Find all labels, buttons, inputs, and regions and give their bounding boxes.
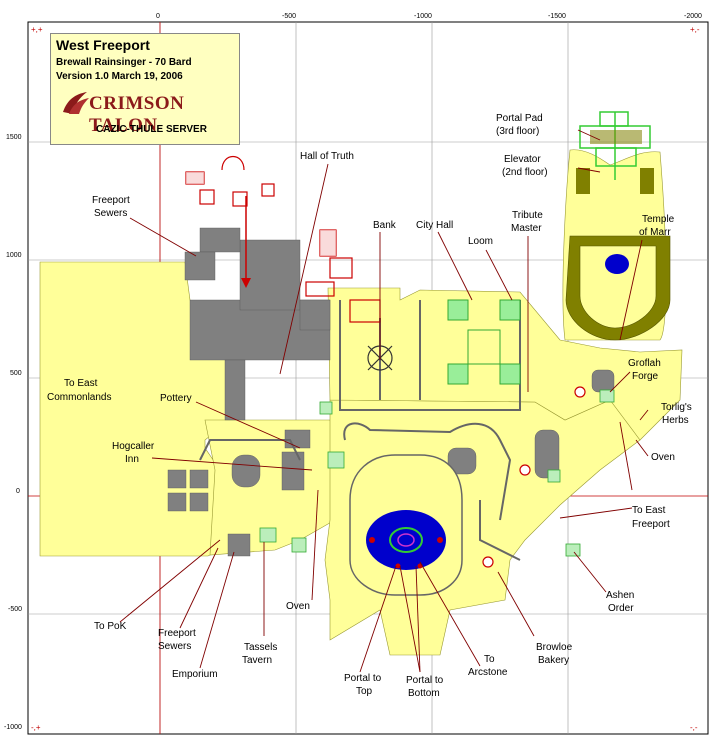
label-to-pok: To PoK [94, 621, 127, 632]
x-tick-1500: -1500 [548, 13, 566, 20]
label-city-hall: City Hall [416, 220, 453, 231]
hall-of-truth-red-fill [186, 172, 336, 256]
map-version: Version 1.0 March 19, 2006 [56, 71, 183, 82]
label-tribute-master: Master [511, 223, 542, 234]
label-hogcaller-inn: Inn [125, 454, 139, 465]
label-arcstone: Arcstone [468, 667, 508, 678]
portal-pad-base [590, 130, 642, 144]
map-title: West Freeport [56, 37, 150, 53]
label-groflah-forge: Forge [632, 371, 659, 382]
x-tick-1000: -1000 [414, 13, 432, 20]
label-portal-to-top-2: Top [356, 686, 373, 697]
label-elevator: Elevator [504, 154, 541, 165]
map-author: Brewall Rainsinger - 70 Bard [56, 57, 192, 68]
label-portal-to-bottom: Portal to [406, 675, 444, 686]
label-pottery: Pottery [160, 393, 192, 404]
x-tick-500: -500 [282, 13, 296, 20]
title-box: West Freeport Brewall Rainsinger - 70 Ba… [50, 33, 240, 145]
label-portal-pad: Portal Pad [496, 113, 543, 124]
corner-bottom-right: -,- [690, 723, 698, 732]
label-to-arcstone: To [484, 654, 495, 665]
label-elevator-floor: (2nd floor) [502, 167, 548, 178]
y-tick-neg500: -500 [8, 606, 22, 613]
y-tick-1500: 1500 [6, 134, 22, 141]
corner-bottom-left: -,+ [31, 723, 41, 732]
label-tassels-tavern: Tavern [242, 655, 272, 666]
info-markers [482, 386, 586, 568]
label-browloe: Browloe [536, 642, 573, 653]
label-tassels: Tassels [244, 642, 277, 653]
label-commonlands: Commonlands [47, 392, 111, 403]
label-ashen-order: Order [608, 603, 634, 614]
label-freeport-sewers-south: Freeport [158, 628, 196, 639]
corner-top-right: +,- [690, 25, 700, 34]
label-temple-of-marr: of Marr [639, 227, 671, 238]
hall-of-truth-arrowhead [241, 278, 251, 288]
portal-pad-structure [579, 111, 651, 180]
label-tribute: Tribute [512, 210, 543, 221]
y-tick-0: 0 [16, 488, 20, 495]
city-hall-structure [447, 299, 521, 385]
logo-text: CRIMSON TALON [89, 93, 185, 136]
label-portal-to-bottom-2: Bottom [408, 688, 440, 699]
callout-lines [119, 129, 649, 673]
label-ashen: Ashen [606, 590, 634, 601]
label-portal-pad-floor: (3rd floor) [496, 126, 539, 137]
y-tick-500: 500 [10, 370, 22, 377]
x-tick-0: 0 [156, 13, 160, 20]
label-emporium: Emporium [172, 669, 218, 680]
label-oven-east: Oven [651, 452, 675, 463]
label-oven-south: Oven [286, 601, 310, 612]
map-labels: Portal Pad (3rd floor) Elevator (2nd flo… [47, 113, 692, 699]
label-loom: Loom [468, 236, 493, 247]
label-hall-of-truth: Hall of Truth [300, 151, 354, 162]
label-browloe-bakery: Bakery [538, 655, 569, 666]
label-groflah: Groflah [628, 358, 661, 369]
label-freeport-sewers-north: Freeport [92, 195, 130, 206]
central-plaza [349, 454, 463, 596]
buildings [167, 227, 615, 557]
crimson-talon-logo: CRIMSON TALON [61, 90, 233, 136]
server-name: CAZIC-THULE SERVER [96, 124, 207, 135]
shop-outlines [259, 389, 615, 557]
y-tick-1000: 1000 [6, 252, 22, 259]
label-freeport-sewers-south-2: Sewers [158, 641, 191, 652]
label-to-east-freeport: To East [632, 505, 666, 516]
label-temple: Temple [642, 214, 675, 225]
label-torlig: Torlig's [661, 402, 692, 413]
corner-top-left: +,+ [31, 25, 43, 34]
label-freeport-sewers-north-2: Sewers [94, 208, 127, 219]
label-torlig-herbs: Herbs [662, 415, 689, 426]
y-tick-neg1000: -1000 [4, 724, 22, 731]
talon-logo-icon [63, 92, 89, 114]
label-hogcaller: Hogcaller [112, 441, 155, 452]
label-bank: Bank [373, 220, 397, 231]
temple-of-marr [565, 168, 671, 341]
label-portal-to-top: Portal to [344, 673, 382, 684]
x-tick-2000: -2000 [684, 13, 702, 20]
label-east-freeport: Freeport [632, 519, 670, 530]
label-to-east-commonlands: To East [64, 378, 98, 389]
